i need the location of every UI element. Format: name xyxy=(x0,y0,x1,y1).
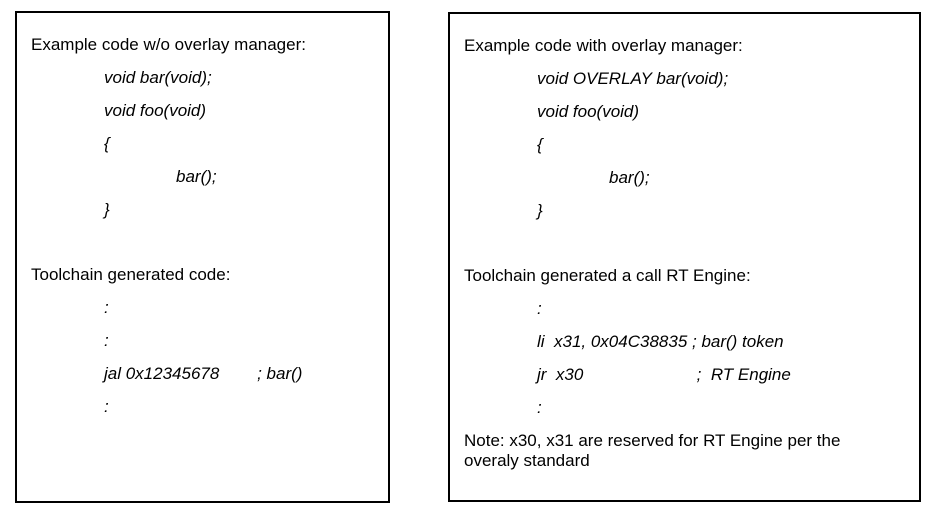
right-code-line-foo-signature: void foo(void) xyxy=(537,102,640,121)
left-generated-line-jal: jal 0x12345678 ; bar() xyxy=(104,364,303,383)
right-panel-note: Note: x30, x31 are reserved for RT Engin… xyxy=(464,431,841,470)
right-panel-heading: Example code with overlay manager: xyxy=(464,36,743,55)
left-toolchain-heading: Toolchain generated code: xyxy=(31,265,231,284)
left-code-panel: Example code w/o overlay manager: void b… xyxy=(15,11,390,503)
right-generated-line-ellipsis: : xyxy=(537,398,542,417)
left-code-line-bar-call: bar(); xyxy=(176,167,217,186)
right-code-line-close-brace: } xyxy=(537,201,543,220)
right-generated-line-ellipsis: : xyxy=(537,299,542,318)
right-code-panel: Example code with overlay manager: void … xyxy=(448,12,921,502)
left-generated-line-ellipsis: : xyxy=(104,298,109,317)
left-generated-line-ellipsis: : xyxy=(104,397,109,416)
right-code-line-bar-call: bar(); xyxy=(609,168,650,187)
right-toolchain-heading: Toolchain generated a call RT Engine: xyxy=(464,266,751,285)
right-code-line-open-brace: { xyxy=(537,135,543,154)
right-generated-line-li: li x31, 0x04C38835 ; bar() token xyxy=(537,332,784,351)
left-panel-heading: Example code w/o overlay manager: xyxy=(31,35,306,54)
left-code-line-bar-declaration: void bar(void); xyxy=(104,68,212,87)
right-code-line-overlay-bar-declaration: void OVERLAY bar(void); xyxy=(537,69,729,88)
left-code-line-foo-signature: void foo(void) xyxy=(104,101,207,120)
left-code-line-close-brace: } xyxy=(104,200,110,219)
left-code-line-open-brace: { xyxy=(104,134,110,153)
left-generated-line-ellipsis: : xyxy=(104,331,109,350)
right-generated-line-jr: jr x30 ; RT Engine xyxy=(537,365,791,384)
